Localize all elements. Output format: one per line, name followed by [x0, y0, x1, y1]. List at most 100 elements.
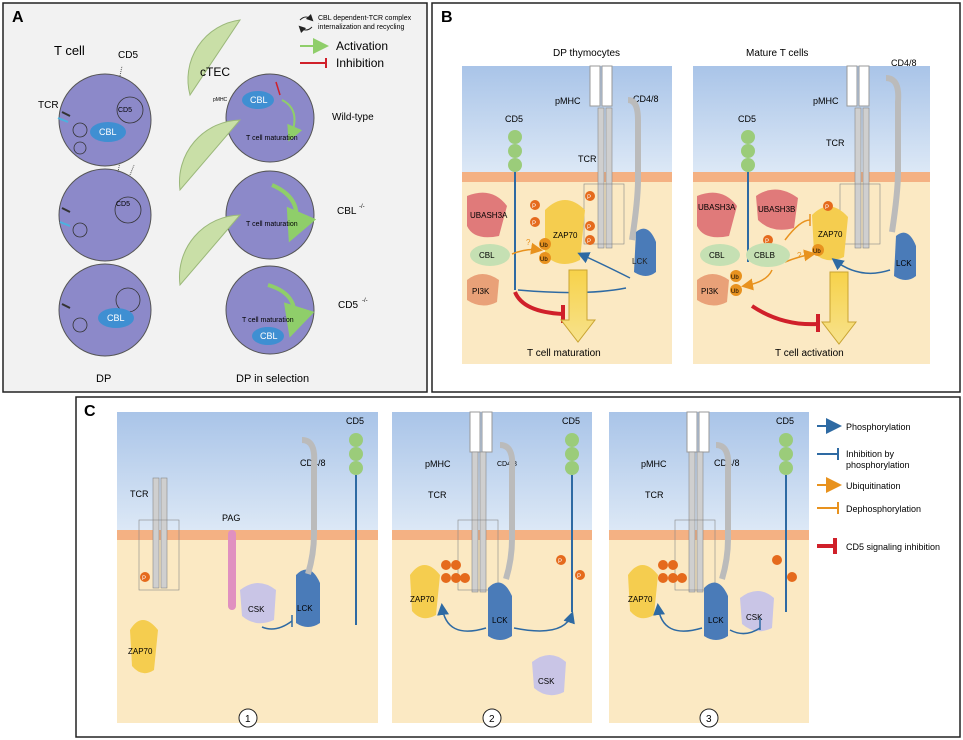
svg-text:PI3K: PI3K	[472, 287, 490, 296]
panel-a-letter: A	[12, 9, 24, 26]
svg-text:TCR: TCR	[826, 138, 845, 148]
svg-text:LCK: LCK	[492, 616, 508, 625]
legend-inhibition-2: phosphorylation	[846, 460, 910, 470]
step-1: 1	[245, 714, 251, 725]
cd5-gene-label: CD5	[118, 107, 132, 114]
cd5-label: CD5	[118, 50, 138, 61]
recycling-icon-lower	[298, 25, 313, 34]
outcome-activation: T cell activation	[775, 348, 844, 359]
svg-text:CBL: CBL	[709, 251, 725, 260]
svg-text:P: P	[142, 576, 146, 582]
step-3: 3	[706, 714, 712, 725]
svg-text:Ub: Ub	[540, 257, 548, 263]
subpanel-c3: pMHC CD4/8 TCR CD5 ZAP70 LCK CSK	[609, 411, 809, 728]
footer-dp-selection: DP in selection	[236, 373, 309, 385]
legend-inhibition: Inhibition	[336, 56, 384, 70]
panel-c-letter: C	[84, 403, 96, 420]
svg-text:UBASH3B: UBASH3B	[758, 205, 795, 214]
svg-text:pMHC: pMHC	[425, 459, 451, 469]
legend-cbl-line1: CBL dependent-TCR complex	[318, 15, 412, 22]
svg-text:CBL: CBL	[479, 251, 495, 260]
ctec-cbl-ko: T cell maturation	[178, 119, 317, 260]
cell-dp-cd5-ko: CBL	[58, 263, 152, 357]
svg-text:-/-: -/-	[359, 204, 365, 210]
svg-text:ZAP70: ZAP70	[818, 230, 843, 239]
t-cell-label: T cell	[54, 43, 85, 58]
svg-text:CSK: CSK	[746, 613, 763, 622]
subpanel-dp: pMHC CD4/8 CD5 TCR UBASH3A ZAP70 P P P P	[462, 65, 672, 364]
tcr-label: TCR	[38, 100, 59, 111]
legend-dephosphorylation: Dephosphorylation	[846, 504, 921, 514]
legend-cd5-inhibition: CD5 signaling inhibition	[846, 542, 940, 552]
svg-text:TCR: TCR	[578, 154, 597, 164]
panel-c-legend: Phosphorylation Inhibition by phosphoryl…	[817, 418, 940, 554]
subpanel-mature: pMHC CD4/8 CD5 TCR UBASH3A UBASH3B ZAP70…	[693, 58, 930, 364]
svg-text:CD4/8: CD4/8	[633, 94, 659, 104]
svg-text:P: P	[587, 195, 591, 201]
svg-text:?: ?	[797, 251, 802, 260]
svg-text:ZAP70: ZAP70	[410, 595, 435, 604]
svg-text:P: P	[558, 559, 562, 565]
panel-b: B DP thymocytes Mature T cells pMHC CD4/…	[431, 2, 961, 393]
svg-text:Ub: Ub	[813, 249, 821, 255]
svg-text:P: P	[532, 221, 536, 227]
svg-text:TCR: TCR	[645, 490, 664, 500]
svg-text:CBL: CBL	[107, 313, 125, 323]
svg-text:pMHC: pMHC	[213, 97, 228, 103]
svg-text:CD5: CD5	[776, 416, 794, 426]
svg-text:PI3K: PI3K	[701, 287, 719, 296]
title-mature-t-cells: Mature T cells	[746, 48, 808, 59]
svg-text:P: P	[587, 239, 591, 245]
panel-a-legend: CBL dependent-TCR complex internalizatio…	[298, 13, 412, 70]
svg-text:P: P	[577, 574, 581, 580]
legend-activation: Activation	[336, 39, 388, 53]
ctec-label: cTEC	[200, 65, 230, 79]
svg-text:LCK: LCK	[297, 604, 313, 613]
subpanel-c2: pMHC CD4/8 TCR CD5 P P ZAP70 LCK CSK	[392, 411, 592, 728]
cbl-blob	[90, 122, 126, 142]
svg-text:?: ?	[526, 238, 531, 247]
svg-text:pMHC: pMHC	[813, 96, 839, 106]
svg-text:UBASH3A: UBASH3A	[470, 211, 508, 220]
svg-text:CD5: CD5	[505, 114, 523, 124]
cbl-label: CBL	[99, 127, 117, 137]
svg-text:P: P	[765, 239, 769, 245]
outcome-maturation: T cell maturation	[527, 348, 601, 359]
svg-text:CSK: CSK	[248, 605, 265, 614]
label-wild-type: Wild-type	[332, 112, 374, 123]
svg-text:T cell maturation: T cell maturation	[246, 221, 298, 228]
title-dp-thymocytes: DP thymocytes	[553, 48, 620, 59]
cell-dp-cbl-ko: CD5	[58, 161, 152, 262]
svg-text:pMHC: pMHC	[641, 459, 667, 469]
legend-phosphorylation: Phosphorylation	[846, 422, 911, 432]
svg-text:-/-: -/-	[362, 298, 368, 304]
svg-text:Ub: Ub	[540, 243, 548, 249]
cell-dp-wildtype: CD5 CBL	[57, 65, 152, 167]
svg-text:pMHC: pMHC	[555, 96, 581, 106]
svg-text:P: P	[825, 205, 829, 211]
svg-text:CD4/8: CD4/8	[891, 58, 917, 68]
panel-b-letter: B	[441, 9, 453, 26]
legend-cbl-line2: internalization and recycling	[318, 24, 404, 31]
label-cbl-ko: CBL	[337, 206, 357, 217]
footer-dp: DP	[96, 373, 111, 385]
step-2: 2	[489, 714, 495, 725]
ctec-wildtype: cTEC pMHC CBL T cell maturation	[187, 19, 315, 163]
svg-text:CD5: CD5	[346, 416, 364, 426]
subpanel-c1: TCR P PAG CSK LCK CD4/8 CD5 ZAP70 1	[117, 412, 378, 728]
svg-text:TCR: TCR	[130, 489, 149, 499]
svg-text:Ub: Ub	[731, 275, 739, 281]
recycling-icon	[299, 13, 314, 22]
svg-text:LCK: LCK	[632, 257, 648, 266]
svg-text:CD4/8: CD4/8	[497, 461, 517, 468]
svg-text:UBASH3A: UBASH3A	[698, 203, 736, 212]
svg-text:PAG: PAG	[222, 513, 240, 523]
svg-text:CSK: CSK	[538, 677, 555, 686]
svg-text:T cell maturation: T cell maturation	[242, 317, 294, 324]
svg-text:P: P	[587, 225, 591, 231]
svg-text:ZAP70: ZAP70	[628, 595, 653, 604]
svg-text:CBL: CBL	[250, 95, 268, 105]
legend-inhibition-1: Inhibition by	[846, 449, 895, 459]
svg-text:P: P	[532, 204, 536, 210]
